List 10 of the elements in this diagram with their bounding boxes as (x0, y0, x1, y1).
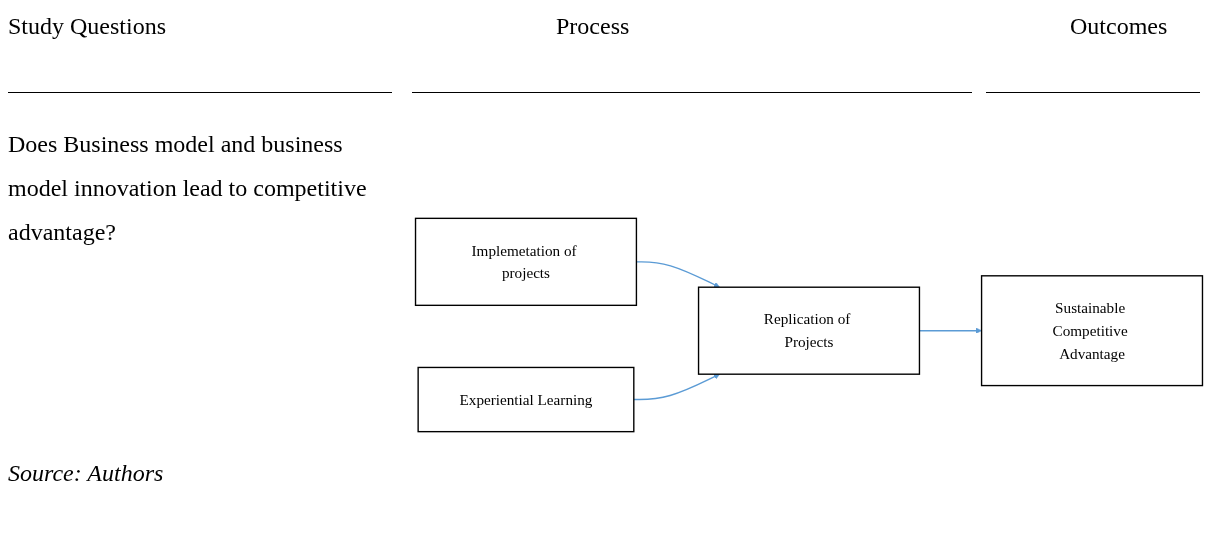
source-note: Source: Authors (8, 460, 164, 487)
column-heading: Study Questions (8, 12, 167, 41)
node-box: Implemetation of projects (414, 217, 638, 306)
study-question: Does Business model and business model innovation lead to competitive advantage? (8, 130, 368, 247)
arrow (633, 373, 720, 401)
node-box: Experiential Learning (417, 366, 635, 433)
column-heading: Outcomes (1070, 12, 1169, 41)
node-box: Replication of Projects (697, 286, 921, 375)
node-box: Sustainable Competitive Advantage (980, 275, 1204, 387)
column-heading: Process (556, 12, 631, 41)
